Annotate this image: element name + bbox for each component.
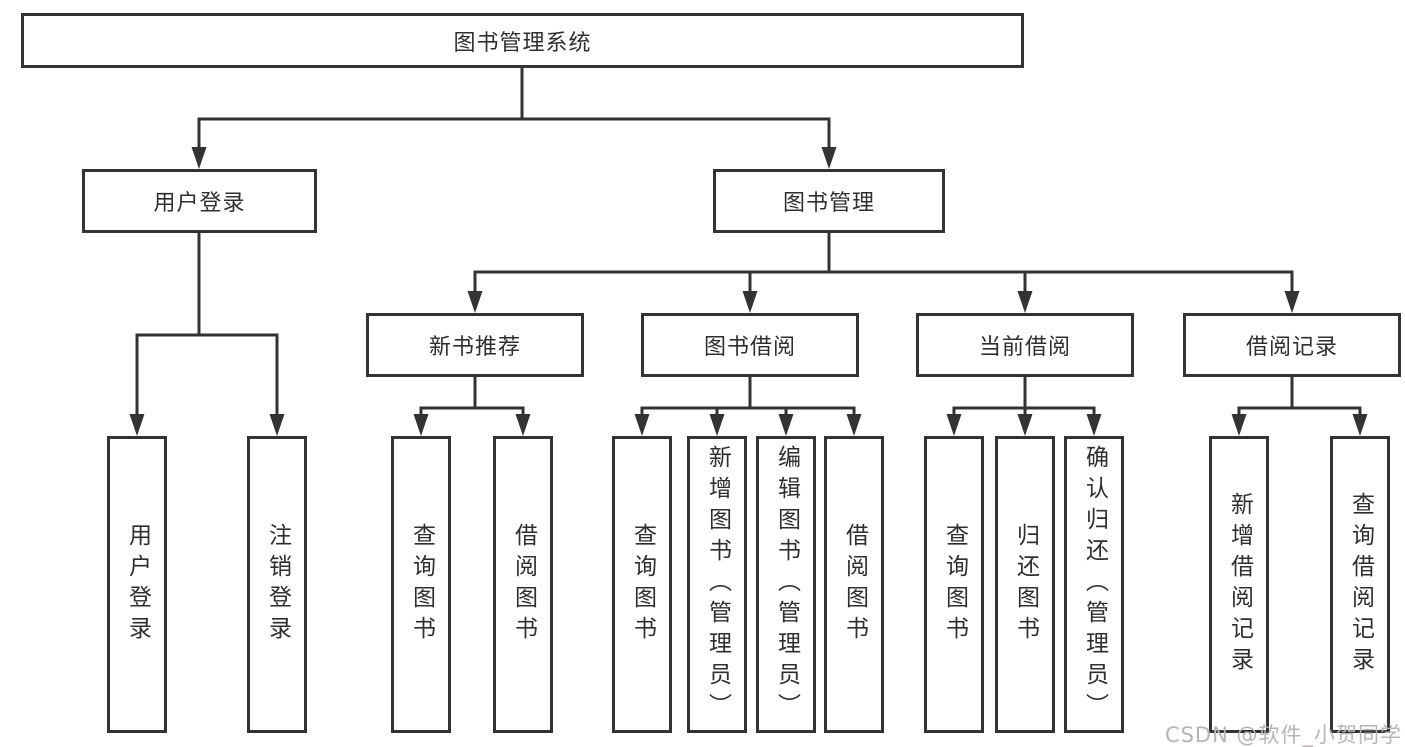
leaf-records-query-borrow-record: 查询借阅记录 <box>1330 436 1390 733</box>
leaf-borrowing-add-books-admin-label: 新增图书（管理员） <box>704 445 731 724</box>
leaf-user-login-label: 用户登录 <box>124 522 151 647</box>
node-borrowing-records: 借阅记录 <box>1183 313 1401 377</box>
node-book-borrowing-label: 图书借阅 <box>703 335 796 360</box>
leaf-recommend-query-books-label: 查询图书 <box>408 522 435 647</box>
node-book-management-label: 图书管理 <box>782 191 875 216</box>
leaf-logout-label: 注销登录 <box>264 522 291 647</box>
leaf-current-confirm-return-admin-label: 确认归还（管理员） <box>1081 445 1108 724</box>
node-new-book-recommend: 新书推荐 <box>366 313 584 377</box>
leaf-current-return-books-label: 归还图书 <box>1012 522 1039 647</box>
leaf-borrowing-add-books-admin: 新增图书（管理员） <box>687 436 747 733</box>
node-user-login-label: 用户登录 <box>153 191 246 216</box>
leaf-records-add-borrow-record-label: 新增借阅记录 <box>1226 491 1253 678</box>
leaf-recommend-query-books: 查询图书 <box>391 436 451 733</box>
leaf-records-query-borrow-record-label: 查询借阅记录 <box>1347 491 1374 678</box>
node-user-login: 用户登录 <box>82 169 317 233</box>
leaf-borrowing-query-books: 查询图书 <box>612 436 672 733</box>
leaf-borrowing-edit-books-admin-label: 编辑图书（管理员） <box>773 445 800 724</box>
leaf-borrowing-borrow-books: 借阅图书 <box>824 436 884 733</box>
node-root-label: 图书管理系统 <box>453 30 592 56</box>
leaf-current-confirm-return-admin: 确认归还（管理员） <box>1064 436 1124 733</box>
leaf-user-login: 用户登录 <box>107 436 167 733</box>
node-current-borrowing: 当前借阅 <box>916 313 1134 377</box>
arrow-heads <box>129 147 1368 436</box>
leaf-borrowing-edit-books-admin: 编辑图书（管理员） <box>756 436 816 733</box>
leaf-recommend-borrow-books: 借阅图书 <box>493 436 553 733</box>
node-book-borrowing: 图书借阅 <box>641 313 859 377</box>
leaf-borrowing-query-books-label: 查询图书 <box>629 522 656 647</box>
node-book-management: 图书管理 <box>713 169 945 233</box>
leaf-logout: 注销登录 <box>247 436 307 733</box>
leaf-current-query-books-label: 查询图书 <box>941 522 968 647</box>
node-borrowing-records-label: 借阅记录 <box>1245 335 1338 360</box>
csdn-watermark: CSDN @软件_小贺同学 <box>1164 723 1402 747</box>
leaf-current-query-books: 查询图书 <box>924 436 984 733</box>
node-root: 图书管理系统 <box>21 13 1024 68</box>
leaf-recommend-borrow-books-label: 借阅图书 <box>510 522 537 647</box>
node-current-borrowing-label: 当前借阅 <box>978 335 1071 360</box>
leaf-borrowing-borrow-books-label: 借阅图书 <box>841 522 868 647</box>
leaf-records-add-borrow-record: 新增借阅记录 <box>1209 436 1269 733</box>
node-new-book-recommend-label: 新书推荐 <box>428 335 521 360</box>
leaf-current-return-books: 归还图书 <box>995 436 1055 733</box>
